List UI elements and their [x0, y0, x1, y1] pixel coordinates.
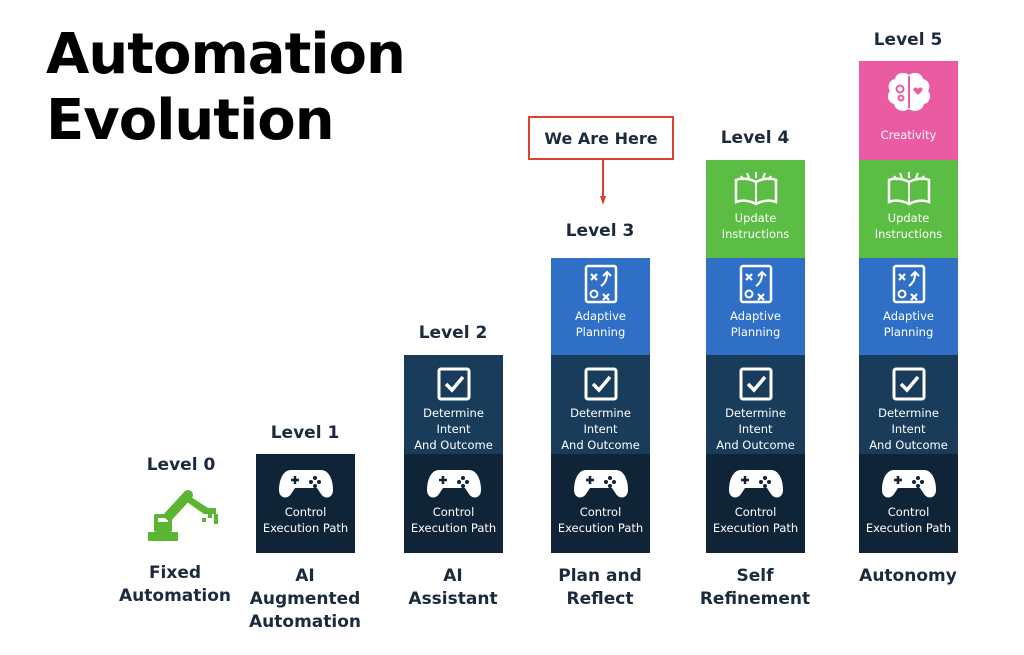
level-4-update-block: Update Instructions: [706, 160, 805, 259]
control-label: Control Execution Path: [410, 505, 497, 535]
control-label: Control Execution Path: [865, 505, 952, 535]
level-3-name: Plan and Reflect: [535, 565, 665, 611]
level-5-name-text: Autonomy: [859, 566, 957, 586]
strategy-board-icon: [583, 258, 619, 308]
level-2-name: AI Assistant: [388, 565, 518, 611]
checkbox-icon: [892, 355, 926, 405]
level-2-label: Level 2: [418, 323, 488, 343]
level-2-control-block: Control Execution Path: [404, 454, 503, 553]
creativity-label: Creativity: [880, 128, 937, 142]
level-1-name-text: AI Augmented Automation: [249, 566, 361, 632]
control-label: Control Execution Path: [262, 505, 349, 535]
level-4-planning-block: Adaptive Planning: [706, 258, 805, 357]
level-5-name: Autonomy: [843, 565, 973, 588]
level-3-name-text: Plan and Reflect: [558, 566, 642, 609]
checkbox-icon: [584, 355, 618, 405]
control-label: Control Execution Path: [557, 505, 644, 535]
update-label: Update Instructions: [721, 211, 790, 241]
page-title: Automation Evolution: [46, 22, 406, 154]
we-are-here-callout: We Are Here: [528, 116, 674, 160]
level-3-label: Level 3: [565, 221, 635, 241]
update-label: Update Instructions: [874, 211, 943, 241]
level-3-planning-block: Adaptive Planning: [551, 258, 650, 357]
level-0-name-text: Fixed Automation: [119, 563, 231, 606]
gamepad-icon: [426, 454, 481, 504]
gamepad-icon: [573, 454, 628, 504]
intent-label: Determine Intent And Outcome: [414, 406, 493, 452]
open-book-icon: [733, 160, 779, 210]
intent-label: Determine Intent And Outcome: [561, 406, 640, 452]
level-4-name-text: Self Refinement: [699, 566, 811, 609]
gamepad-icon: [881, 454, 936, 504]
level-4-name: Self Refinement: [690, 565, 820, 611]
intent-label: Determine Intent And Outcome: [869, 406, 948, 452]
checkbox-icon: [437, 355, 471, 405]
level-4-control-block: Control Execution Path: [706, 454, 805, 553]
level-4-intent-block: Determine Intent And Outcome: [706, 355, 805, 454]
level-1-label: Level 1: [270, 423, 340, 443]
level-5-intent-block: Determine Intent And Outcome: [859, 355, 958, 454]
planning-label: Adaptive Planning: [883, 309, 934, 339]
robot-arm-icon: [144, 484, 222, 544]
level-5-label: Level 5: [873, 30, 943, 50]
title-line-1: Automation: [46, 22, 406, 87]
level-4-label: Level 4: [720, 128, 790, 148]
callout-arrow-icon: [600, 160, 606, 205]
level-3-intent-block: Determine Intent And Outcome: [551, 355, 650, 454]
level-5-update-block: Update Instructions: [859, 160, 958, 259]
gamepad-icon: [728, 454, 783, 504]
level-1-control-block: Control Execution Path: [256, 454, 355, 553]
level-3-control-block: Control Execution Path: [551, 454, 650, 553]
control-label: Control Execution Path: [712, 505, 799, 535]
level-2-intent-block: Determine Intent And Outcome: [404, 355, 503, 454]
brain-icon: [886, 61, 932, 117]
level-0-label: Level 0: [146, 455, 216, 475]
level-5-creativity-block: Creativity: [859, 61, 958, 160]
level-5-planning-block: Adaptive Planning: [859, 258, 958, 357]
level-1-name: AI Augmented Automation: [240, 565, 370, 634]
open-book-icon: [886, 160, 932, 210]
checkbox-icon: [739, 355, 773, 405]
intent-label: Determine Intent And Outcome: [716, 406, 795, 452]
planning-label: Adaptive Planning: [575, 309, 626, 339]
gamepad-icon: [278, 454, 333, 504]
level-2-name-text: AI Assistant: [408, 566, 498, 609]
planning-label: Adaptive Planning: [730, 309, 781, 339]
strategy-board-icon: [738, 258, 774, 308]
level-0-name: Fixed Automation: [110, 562, 240, 608]
strategy-board-icon: [891, 258, 927, 308]
title-line-2: Evolution: [46, 88, 335, 153]
level-5-control-block: Control Execution Path: [859, 454, 958, 553]
